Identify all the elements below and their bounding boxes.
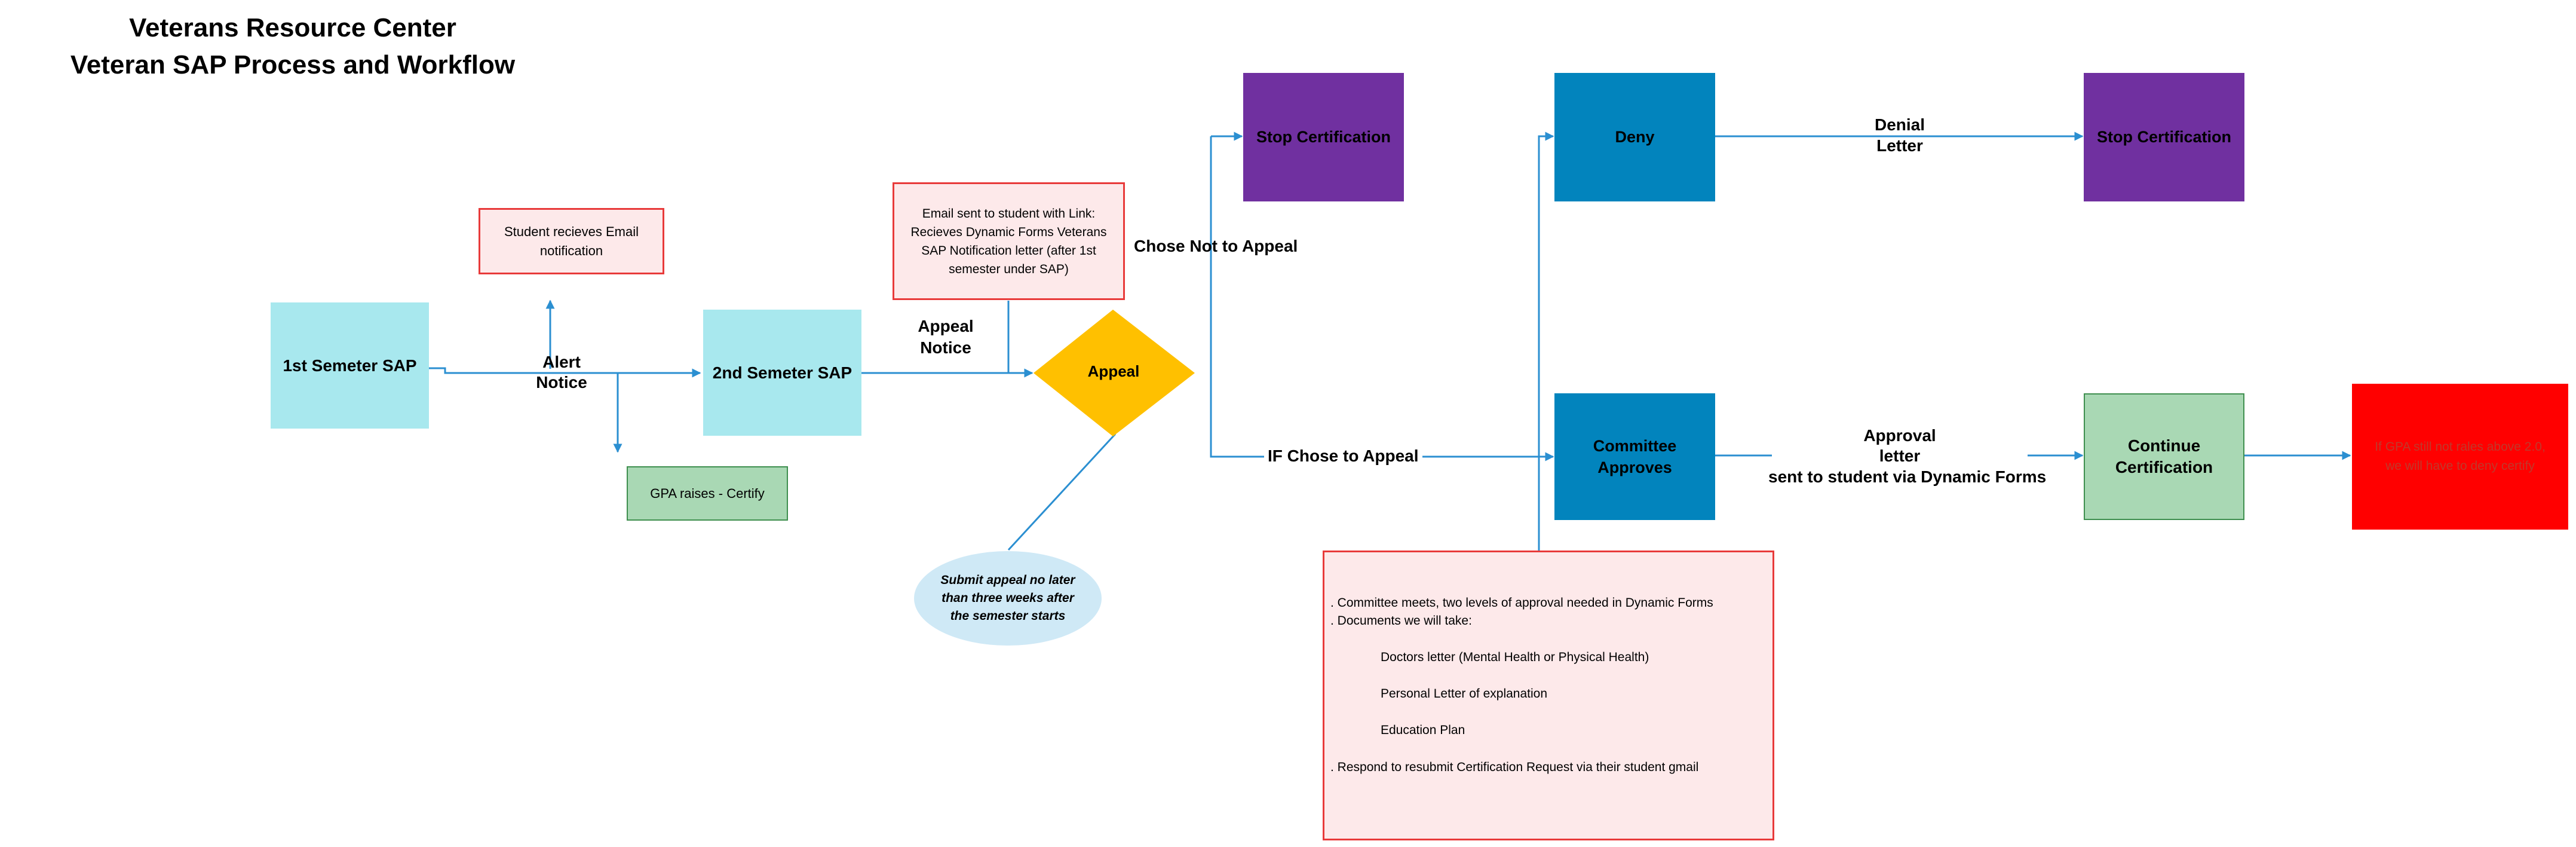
connector-to-deny	[1538, 132, 1554, 586]
appeal-notice-label-2: Notice	[920, 338, 971, 357]
chose-not-to-appeal-label: Chose Not to Appeal	[1134, 237, 1298, 255]
stop-certification-label-2: Stop Certification	[2096, 128, 2231, 146]
committee-approves-label: Committee Approves	[1593, 437, 1677, 476]
approval-letter-label-2: letter	[1879, 447, 1921, 465]
stop-certification-node-1: Stop Certification	[1243, 73, 1404, 201]
page-title-line1: Veterans Resource Center	[129, 13, 456, 42]
stop-certification-node-2: Stop Certification	[2084, 73, 2244, 201]
committee-details-line2: . Documents we will take:	[1330, 614, 1472, 628]
denial-letter-label-1: Denial	[1874, 115, 1925, 134]
second-semester-node: 2nd Semeter SAP	[703, 310, 861, 436]
connector-to-committee	[1210, 373, 1554, 461]
gpa-deny-note-label: If GPA still not rales above 2.0, we wil…	[2375, 440, 2546, 473]
email-notification-label: Student recieves Email notification	[504, 224, 639, 258]
gpa-raises-label: GPA raises - Certify	[650, 485, 765, 501]
deny-node: Deny	[1554, 73, 1715, 201]
chose-to-appeal-label: IF Chose to Appeal	[1264, 447, 1422, 466]
committee-doc-education: Education Plan	[1381, 723, 1465, 737]
connector-first-to-second	[429, 367, 701, 378]
deny-label: Deny	[1615, 128, 1655, 146]
second-semester-label: 2nd Semeter SAP	[712, 363, 852, 382]
submit-appeal-label: Submit appeal no later than three weeks …	[940, 573, 1075, 623]
email-link-label: Email sent to student with Link: Recieve…	[910, 206, 1107, 276]
committee-approves-node: Committee Approves	[1554, 393, 1715, 520]
stop-certification-label-1: Stop Certification	[1256, 128, 1391, 146]
connector-appeal-to-submit	[1007, 433, 1117, 551]
committee-details-node: . Committee meets, two levels of approva…	[1323, 551, 1774, 840]
appeal-notice-label-1: Appeal	[918, 317, 974, 335]
submit-appeal-node: Submit appeal no later than three weeks …	[914, 551, 1102, 646]
continue-certification-label: Continue Certification	[2115, 436, 2213, 476]
approval-letter-label-1: Approval	[1863, 426, 1936, 445]
gpa-deny-note-node: If GPA still not rales above 2.0, we wil…	[2352, 384, 2568, 530]
email-notification-node: Student recieves Email notification	[479, 208, 664, 274]
denial-letter-label-2: Letter	[1876, 136, 1923, 155]
approval-letter-label-3: sent to student via Dynamic Forms	[1768, 467, 2047, 486]
committee-doc-doctors: Doctors letter (Mental Health or Physica…	[1381, 650, 1649, 664]
alert-notice-label-1: Alert	[542, 353, 581, 371]
appeal-label: Appeal	[1087, 362, 1140, 380]
committee-doc-personal: Personal Letter of explanation	[1381, 687, 1548, 701]
page-title-line2: Veteran SAP Process and Workflow	[70, 50, 516, 79]
alert-notice-label-2: Notice	[536, 373, 587, 392]
gpa-raises-node: GPA raises - Certify	[627, 466, 788, 521]
first-semester-label: 1st Semeter SAP	[283, 356, 417, 375]
email-link-node: Email sent to student with Link: Recieve…	[893, 182, 1125, 300]
committee-details-line1: . Committee meets, two levels of approva…	[1330, 596, 1713, 610]
first-semester-node: 1st Semeter SAP	[271, 302, 429, 429]
committee-details-line3: . Respond to resubmit Certification Requ…	[1330, 760, 1699, 774]
continue-certification-node: Continue Certification	[2084, 393, 2244, 520]
appeal-diamond	[1034, 310, 1195, 436]
